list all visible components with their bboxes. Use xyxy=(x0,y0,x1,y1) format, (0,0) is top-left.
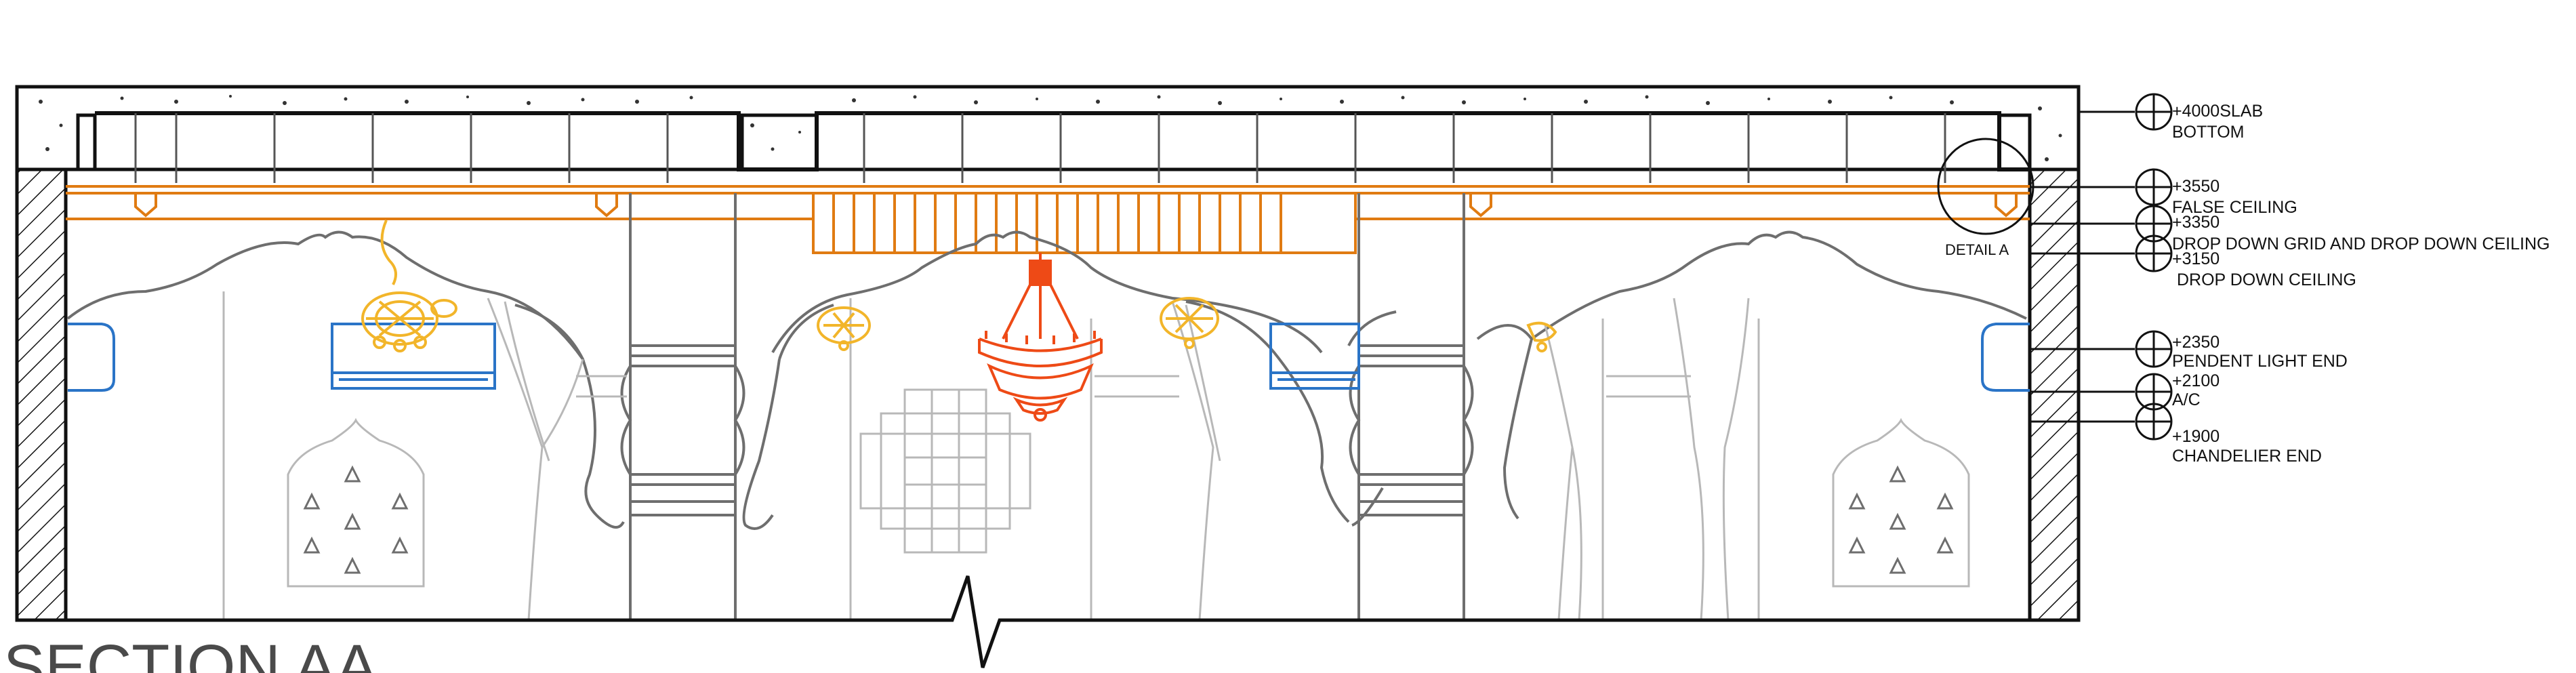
niche-left xyxy=(287,417,425,588)
column-right xyxy=(1349,193,1474,620)
ac-unit-1 xyxy=(331,323,496,390)
wall-left xyxy=(15,167,68,622)
level-marker-slab-bottom: +4000SLAB BOTTOM xyxy=(2079,93,2263,142)
drop-down-grid xyxy=(812,192,1357,254)
pilaster-lines xyxy=(222,291,1760,620)
column-left xyxy=(620,193,745,620)
arch-wall xyxy=(66,230,2027,361)
floor-break-line xyxy=(17,575,2079,668)
level-marker-ac: +2100 A/C xyxy=(2030,371,2220,411)
detail-a-label: DETAIL A xyxy=(1945,241,2009,258)
wall-right xyxy=(2028,167,2081,622)
level-marker-chandelier-end: +1900 CHANDELIER END xyxy=(2030,403,2322,466)
level-marker-pendent-light-end: +2350 PENDENT LIGHT END xyxy=(2030,330,2348,371)
concrete-slab xyxy=(15,85,2081,171)
section-title: SECTION AA xyxy=(3,632,378,673)
ac-unit-2 xyxy=(1269,323,1360,390)
ac-unit-left-wall xyxy=(68,323,115,392)
chandelier xyxy=(978,253,1103,422)
level-value: +3350 xyxy=(2172,213,2220,232)
level-marker-false-ceiling: +3550 FALSE CEILING xyxy=(2030,168,2297,217)
level-label: DROP DOWN GRID AND DROP DOWN CEILING xyxy=(2172,234,2550,253)
level-label: BOTTOM xyxy=(2172,123,2244,142)
niche-right xyxy=(1832,417,1970,588)
jaali-grille xyxy=(859,388,1031,554)
detail-a-callout: DETAIL A xyxy=(1937,138,2035,258)
level-marker-drop-down-grid: +3350 DROP DOWN GRID AND DROP DOWN CEILI… xyxy=(2030,205,2550,253)
arch-cusps xyxy=(514,300,1534,530)
false-ceiling xyxy=(66,185,2030,220)
pendant-light-1 xyxy=(361,220,457,352)
level-label: PENDENT LIGHT END xyxy=(2172,352,2348,371)
pendant-light-3 xyxy=(1160,297,1219,349)
level-value: +3550 xyxy=(2172,177,2220,196)
level-label: FALSE CEILING xyxy=(2172,198,2297,217)
level-value: +2100 xyxy=(2172,371,2220,390)
level-value: +2350 xyxy=(2172,333,2220,352)
level-value: +4000SLAB xyxy=(2172,102,2263,121)
concrete-speckle xyxy=(39,95,2062,161)
level-value: +3150 xyxy=(2172,249,2220,268)
level-value: +1900 xyxy=(2172,427,2220,446)
pendant-light-2 xyxy=(817,306,871,351)
coffer-grid xyxy=(134,113,1946,183)
level-label: CHANDELIER END xyxy=(2172,447,2322,466)
level-label: A/C xyxy=(2172,390,2201,409)
level-label: DROP DOWN CEILING xyxy=(2177,270,2356,289)
ac-unit-right-wall xyxy=(1981,323,2030,392)
level-marker-drop-down-ceiling: +3150 DROP DOWN CEILING xyxy=(2030,234,2356,289)
pendant-light-4 xyxy=(1526,321,1557,352)
